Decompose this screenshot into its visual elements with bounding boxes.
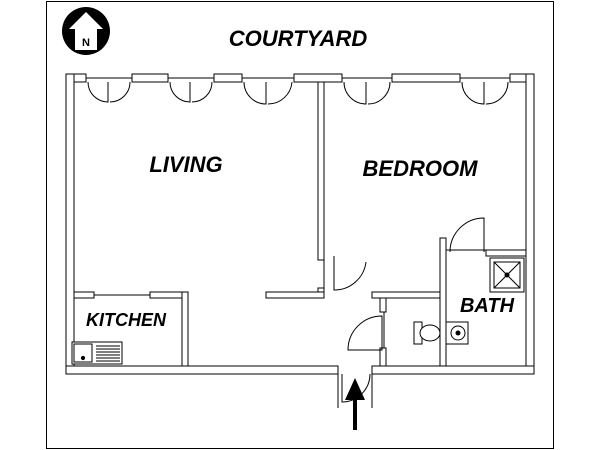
sink-icon [445,321,469,345]
room-label-bedroom: BEDROOM [363,156,479,181]
room-label-bath: BATH [460,295,515,317]
courtyard-windows [86,77,510,105]
entrance-arrow-icon [345,378,365,430]
page-frame [46,1,554,449]
shower-icon [489,257,525,293]
north-letter: N [82,37,90,49]
room-label-kitchen: KITCHEN [86,310,167,330]
courtyard-label: COURTYARD [229,26,368,51]
room-label-living: LIVING [149,152,222,177]
outer-walls [65,73,535,375]
kitchen-sink-icon [71,341,123,365]
interior-walls [73,81,527,367]
toilet-icon [413,321,441,345]
north-arrow-icon: N [62,7,110,55]
